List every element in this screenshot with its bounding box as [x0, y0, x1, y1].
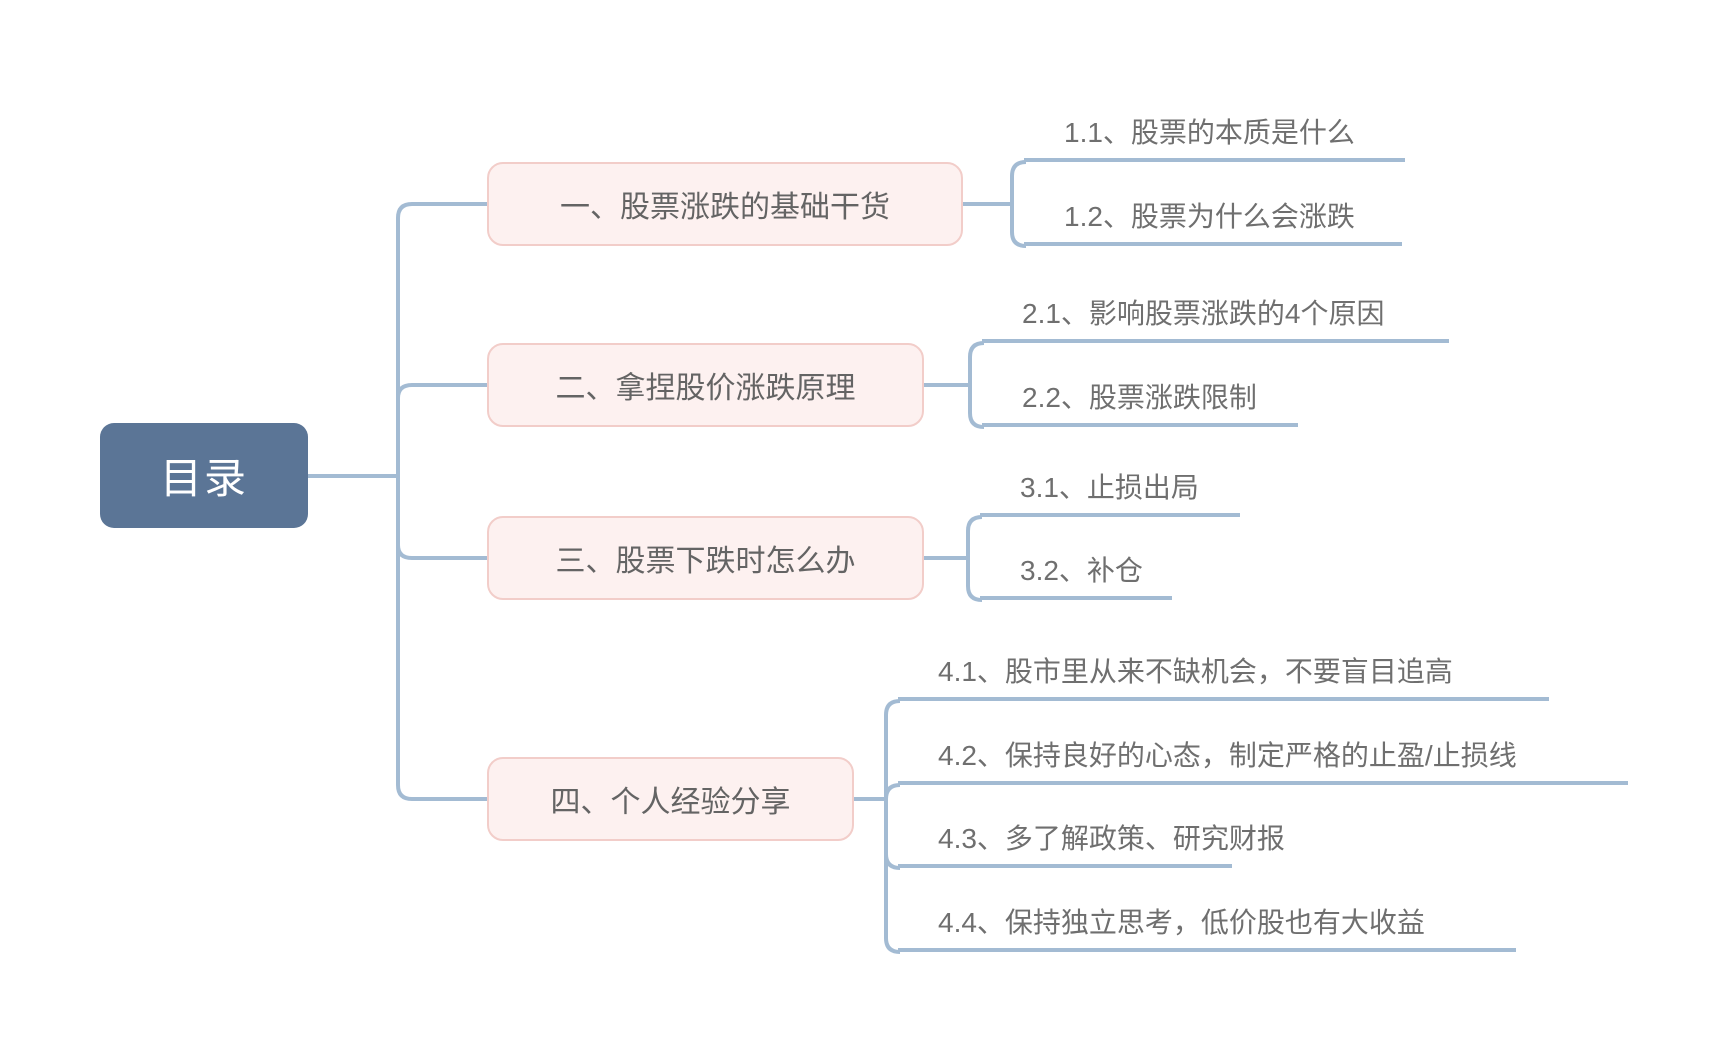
subtopic-1-1[interactable]: 1.1、股票的本质是什么 — [1024, 108, 1405, 162]
subtopic-2-1[interactable]: 2.1、影响股票涨跌的4个原因 — [982, 289, 1449, 343]
subtopic-2-2[interactable]: 2.2、股票涨跌限制 — [982, 373, 1298, 427]
branch-3-topic[interactable]: 三、股票下跌时怎么办 — [487, 516, 924, 600]
connector-branch3 — [396, 544, 487, 560]
branch-3-label: 三、股票下跌时怎么办 — [555, 545, 856, 578]
branch-4-topic[interactable]: 四、个人经验分享 — [487, 757, 854, 841]
subtopic-2-1-label: 2.1、影响股票涨跌的4个原因 — [1022, 298, 1385, 329]
branch-1-label: 一、股票涨跌的基础干货 — [560, 191, 890, 224]
subtopic-4-3-label: 4.3、多了解政策、研究财报 — [938, 823, 1285, 854]
subtopic-4-1-label: 4.1、股市里从来不缺机会，不要盲目追高 — [938, 656, 1453, 687]
root-topic-label: 目录 — [159, 455, 248, 502]
subtopic-3-2[interactable]: 3.2、补仓 — [980, 546, 1172, 600]
branch-2-topic[interactable]: 二、拿捏股价涨跌原理 — [487, 343, 924, 427]
branch-4-label: 四、个人经验分享 — [550, 786, 791, 819]
branch-2-label: 二、拿捏股价涨跌原理 — [555, 372, 856, 405]
subtopic-2-2-label: 2.2、股票涨跌限制 — [1022, 382, 1257, 413]
subtopic-4-4-label: 4.4、保持独立思考，低价股也有大收益 — [938, 907, 1425, 938]
subtopic-4-2-label: 4.2、保持良好的心态，制定严格的止盈/止损线 — [938, 740, 1517, 771]
branch-1-topic[interactable]: 一、股票涨跌的基础干货 — [487, 162, 963, 246]
connector-b4-child2-fillet — [884, 783, 901, 800]
subtopic-4-2[interactable]: 4.2、保持良好的心态，制定严格的止盈/止损线 — [898, 731, 1628, 785]
subtopic-1-2-label: 1.2、股票为什么会涨跌 — [1064, 201, 1355, 232]
subtopic-4-4[interactable]: 4.4、保持独立思考，低价股也有大收益 — [898, 898, 1516, 952]
subtopic-3-1[interactable]: 3.1、止损出局 — [980, 463, 1240, 517]
subtopic-1-2[interactable]: 1.2、股票为什么会涨跌 — [1024, 192, 1402, 246]
root-topic[interactable]: 目录 — [100, 423, 308, 528]
subtopic-3-2-label: 3.2、补仓 — [1020, 555, 1143, 586]
connector-branch2 — [396, 383, 487, 399]
subtopic-3-1-label: 3.1、止损出局 — [1020, 472, 1199, 503]
subtopic-1-1-label: 1.1、股票的本质是什么 — [1064, 117, 1355, 148]
subtopic-4-1[interactable]: 4.1、股市里从来不缺机会，不要盲目追高 — [898, 647, 1549, 701]
subtopic-4-3[interactable]: 4.3、多了解政策、研究财报 — [898, 814, 1285, 868]
connector-trunk — [396, 202, 487, 801]
